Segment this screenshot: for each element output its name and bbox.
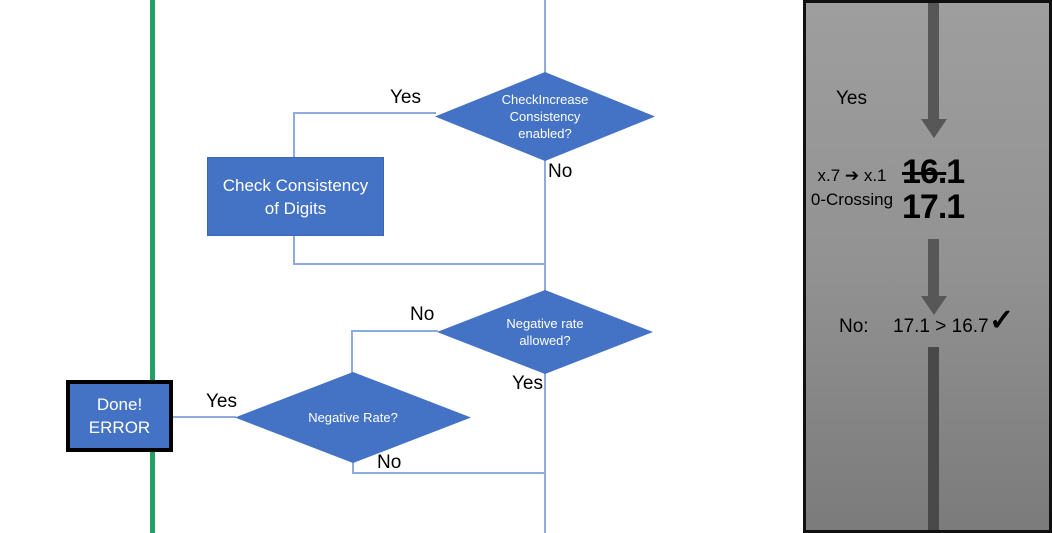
decision-label-line: Consistency — [509, 109, 581, 124]
result-comparison: 17.1 > 16.7 — [893, 316, 989, 337]
branch-label-yes: Yes — [512, 373, 543, 394]
zero-crossing-note: x.7 ➔ x.1 0-Crossing — [806, 164, 898, 212]
old-value: 16.1 — [902, 153, 965, 191]
result-prefix-label: No: — [839, 316, 869, 337]
process-label-line: Check Consistency — [222, 175, 369, 195]
decision-negative-rate-diamond: Negative Rate? — [235, 372, 471, 463]
old-value-rest: 1 — [946, 153, 965, 191]
decision-negative-rate-allowed-diamond: Negative rate allowed? — [437, 290, 653, 374]
branch-label-yes: Yes — [390, 87, 421, 108]
decision-label: Negative Rate? — [308, 410, 398, 425]
down-arrow-icon — [928, 3, 939, 119]
new-value: 17.1 — [902, 188, 965, 226]
connector-decision3-no-vertical — [352, 461, 354, 474]
terminator-label-line: Done! — [96, 395, 143, 414]
decision-label-line: CheckIncrease — [501, 92, 589, 107]
down-arrow-head-icon — [921, 119, 947, 138]
down-arrow-head-icon — [921, 296, 947, 315]
decision-label-line: allowed? — [519, 333, 571, 348]
panel-yes-label: Yes — [836, 88, 867, 109]
terminator-done-error-box: Done! ERROR — [66, 380, 173, 452]
branch-label-no: No — [410, 304, 435, 325]
decision-label-line: enabled? — [518, 126, 572, 141]
connector-decision3-yes-horizontal — [172, 416, 236, 418]
branch-label-yes: Yes — [206, 391, 237, 412]
value-correction: 16.1 17.1 — [902, 153, 965, 226]
note-line: 0-Crossing — [810, 190, 894, 209]
connector-decision1-yes-horizontal — [294, 112, 436, 114]
decision-checkincrease-consistency-diamond: CheckIncrease Consistency enabled? — [435, 72, 655, 161]
green-vertical-line — [150, 0, 155, 533]
process-label-line: of Digits — [264, 198, 327, 218]
down-arrow-icon — [928, 239, 939, 296]
connector-top-into-decision1 — [544, 0, 546, 73]
old-value-struck: 16. — [902, 153, 947, 191]
decision-label-line: Negative rate — [506, 316, 584, 331]
connector-decision2-yes-vertical — [544, 372, 546, 533]
connector-decision3-no-horizontal — [352, 472, 546, 474]
branch-label-no: No — [548, 161, 573, 182]
checkmark-icon: ✓ — [989, 304, 1015, 337]
branch-label-no: No — [377, 452, 402, 473]
connector-decision2-no-horizontal — [351, 330, 438, 332]
connector-into-decision3-vertical — [351, 330, 353, 373]
terminator-label-line: ERROR — [88, 418, 151, 437]
note-line: x.7 ➔ x.1 — [817, 166, 887, 185]
connector-process-out-horizontal — [293, 263, 546, 265]
connector-decision1-no-vertical — [544, 160, 546, 291]
annotation-side-panel: Yes x.7 ➔ x.1 0-Crossing 16.1 17.1 No: 1… — [803, 0, 1052, 533]
down-arrow-shaft-icon — [928, 347, 939, 530]
process-check-consistency-box: Check Consistency of Digits — [207, 157, 384, 236]
